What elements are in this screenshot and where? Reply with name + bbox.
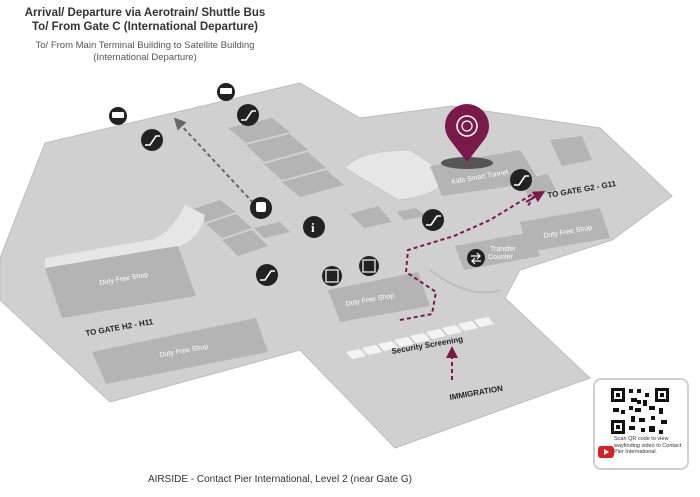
qr-caption: Scan QR code to view wayfinding video to…: [614, 436, 682, 455]
shop-block-top-2: [246, 134, 308, 162]
title-line-2: To/ From Gate C (International Departure…: [32, 21, 258, 33]
transfer-label-line1: Transfer: [490, 246, 516, 253]
shop-block-center-2: [396, 208, 426, 220]
subtitle-line-2: (International Departure): [93, 52, 197, 63]
footer-caption: AIRSIDE - Contact Pier International, Le…: [147, 474, 412, 485]
duty-free-left-shop: [45, 246, 196, 318]
transfer-icon: [467, 249, 485, 267]
location-pin-icon: [441, 104, 493, 169]
duty-free-right-shop: [520, 208, 610, 252]
duty-free-center-shop: [328, 272, 430, 322]
escalator-icon: [256, 264, 278, 286]
shop-block-mid-3: [222, 230, 268, 256]
youtube-icon: [598, 446, 614, 458]
corridor-curve: [429, 269, 501, 294]
subtitle-line-1: To/ From Main Terminal Building to Satel…: [35, 40, 255, 51]
security-lanes: [346, 317, 494, 359]
transfer-label-line2: Counter: [488, 254, 514, 261]
shop-block-center-1: [350, 206, 392, 228]
title-line-1: Arrival/ Departure via Aerotrain/ Shuttl…: [24, 7, 266, 19]
shop-block-top-1: [228, 118, 290, 143]
qr-code[interactable]: [609, 386, 671, 436]
aerotrain-route: [173, 117, 259, 209]
shop-block-top-4: [282, 170, 344, 197]
elevator-icon: [359, 256, 379, 276]
aerotrain-icon: [217, 83, 235, 101]
shop-block-mid-4: [254, 222, 290, 238]
elevator-icon: [322, 266, 342, 286]
header-subtitle: To/ From Main Terminal Building to Satel…: [0, 40, 290, 64]
escalator-icon: [237, 104, 259, 126]
tunnel-area: [344, 149, 451, 201]
gate-g-route: [399, 191, 537, 321]
duty-free-bottom-shop: [92, 318, 268, 384]
train-icon: [250, 197, 272, 219]
escalator-icon: [141, 129, 163, 151]
shuttle-bus-icon: [109, 107, 127, 125]
shop-block-right-1: [550, 136, 592, 166]
svg-text:i: i: [311, 220, 315, 235]
header-title: Arrival/ Departure via Aerotrain/ Shuttl…: [0, 6, 290, 34]
escalator-icon: [510, 169, 532, 191]
building-blocks: [190, 118, 592, 256]
duty-free-left: [45, 205, 205, 270]
shop-block-mid-2: [206, 214, 252, 238]
information-icon: i: [303, 216, 325, 238]
escalator-icon: [422, 209, 444, 231]
qr-panel: [593, 378, 689, 470]
shop-block-top-3: [264, 152, 326, 180]
